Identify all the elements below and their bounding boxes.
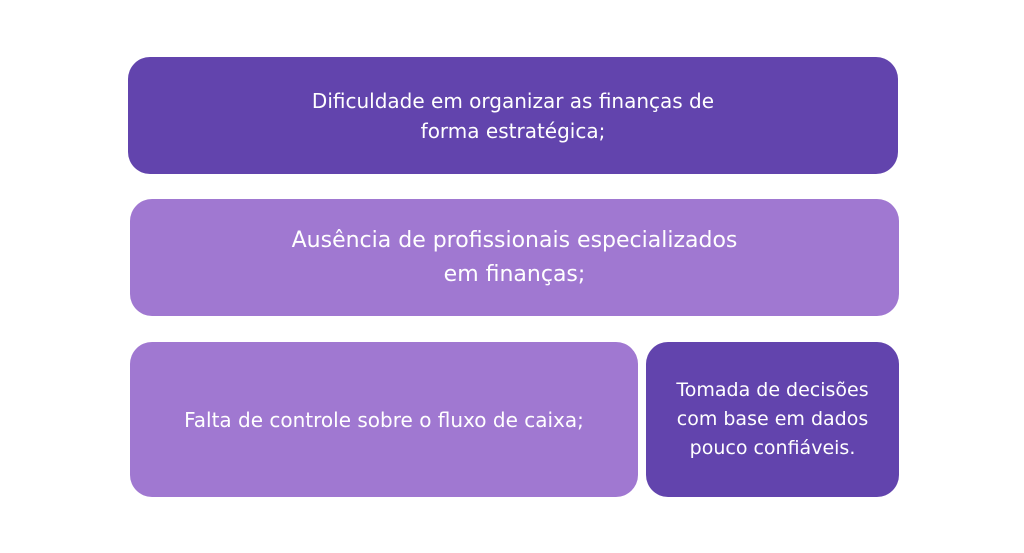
card-lack-specialists: Ausência de profissionais especializados… <box>130 199 899 316</box>
card-cash-flow-control: Falta de controle sobre o fluxo de caixa… <box>130 342 638 497</box>
card-unreliable-data-decisions: Tomada de decisões com base em dados pou… <box>646 342 899 497</box>
card-organize-finances-text: Dificuldade em organizar as finanças de … <box>311 88 715 143</box>
card-organize-finances: Dificuldade em organizar as finanças de … <box>128 57 898 174</box>
card-unreliable-data-decisions-text: Tomada de decisões com base em dados pou… <box>676 379 869 459</box>
card-cash-flow-control-text: Falta de controle sobre o fluxo de caixa… <box>184 407 584 432</box>
card-lack-specialists-text: Ausência de profissionais especializados… <box>291 227 738 287</box>
